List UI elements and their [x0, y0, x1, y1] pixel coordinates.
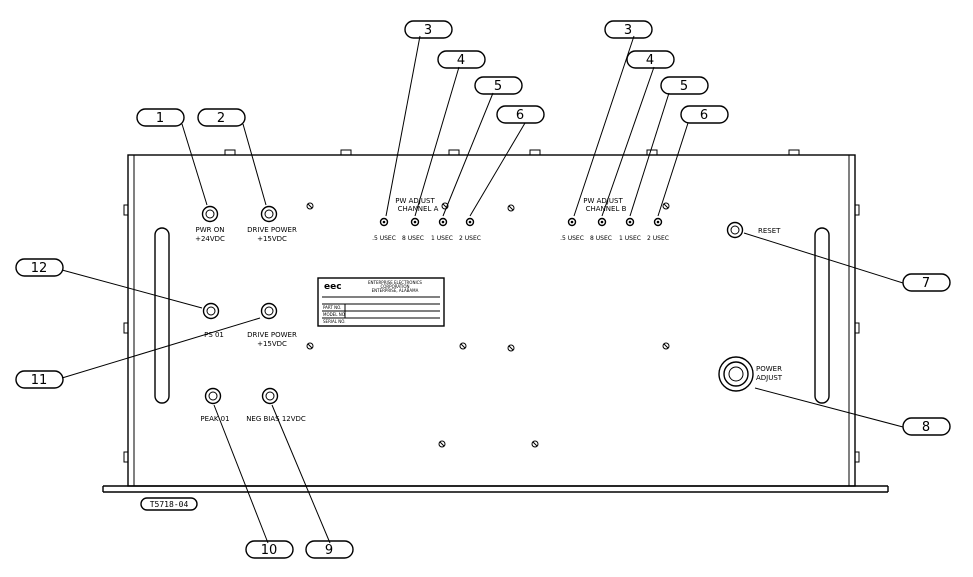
pot-a-label: .5 USEC	[372, 235, 396, 242]
pot-a-1usec	[438, 217, 448, 227]
pot-b-0.5usec	[567, 217, 577, 227]
callout-2: 2	[197, 108, 246, 127]
nameplate-field: PART NO.	[323, 305, 341, 310]
pot-a-8usec	[410, 217, 420, 227]
power-adjust-label-line2: ADJUST	[756, 374, 783, 382]
screw	[507, 344, 515, 352]
pot-a-label: 1 USEC	[431, 235, 453, 242]
connector-reset: RESET	[726, 221, 781, 239]
callout-10: 10	[245, 540, 294, 559]
svg-text:3: 3	[624, 23, 632, 38]
neg-bias-label: NEG BIAS 12VDC	[246, 415, 306, 423]
nameplate-company-line1: ENTERPRISE ELECTRONICS	[368, 280, 422, 285]
pot-b-label: 8 USEC	[590, 235, 612, 242]
svg-text:7: 7	[922, 276, 930, 291]
drive-power-mid-label-line2: +15VDC	[257, 340, 287, 348]
power-adjust-knob: POWER ADJUST	[718, 356, 783, 392]
channel-b-title-line1: PW ADJUST	[583, 197, 623, 205]
callout-4a: 4	[437, 50, 486, 69]
callouts: 1 2 3 4 5 6 3 4 5 6 7 8 9 10 11 12	[15, 20, 951, 559]
screw	[438, 440, 446, 448]
screw	[662, 342, 670, 350]
svg-text:2: 2	[217, 111, 225, 126]
svg-text:5: 5	[494, 79, 502, 94]
screw	[662, 202, 670, 210]
callout-8: 8	[902, 417, 951, 436]
svg-text:3: 3	[424, 23, 432, 38]
pot-b-2usec	[653, 217, 663, 227]
callout-6a: 6	[496, 105, 545, 124]
pot-b-label: 2 USEC	[647, 235, 669, 242]
front-panel	[102, 149, 889, 493]
callout-5b: 5	[660, 76, 709, 95]
nameplate: eec ENTERPRISE ELECTRONICS CORPORATION E…	[317, 277, 445, 327]
nameplate-logo: eec	[324, 282, 342, 292]
drive-power-mid-label-line1: DRIVE POWER	[247, 331, 297, 339]
screw	[531, 440, 539, 448]
callout-5a: 5	[474, 76, 523, 95]
connector-ps-01: PS 01	[202, 302, 224, 339]
nameplate-company-line3: ENTERPRISE, ALABAMA	[372, 288, 419, 293]
channel-a-pw-adjust: PW ADJUST CHANNEL A .5 USEC 8 USEC 1 USE…	[372, 197, 481, 242]
figure-id: T5718-04	[150, 500, 189, 509]
drive-power-top-label-line1: DRIVE POWER	[247, 226, 297, 234]
callout-7: 7	[902, 273, 951, 292]
nameplate-field: SERIAL NO.	[323, 319, 346, 324]
pot-b-label: .5 USEC	[560, 235, 584, 242]
leader-lines	[61, 35, 904, 544]
svg-text:12: 12	[31, 261, 48, 276]
channel-a-title-line2: CHANNEL A	[398, 205, 439, 213]
screw	[459, 342, 467, 350]
nameplate-company-line2: CORPORATION	[380, 284, 409, 289]
pot-a-2usec	[465, 217, 475, 227]
connector-pwr-on: PWR ON +24VDC	[195, 205, 225, 243]
pot-b-label: 1 USEC	[619, 235, 641, 242]
peak-01-label: PEAK 01	[200, 415, 229, 423]
svg-text:1: 1	[156, 111, 164, 126]
callout-4b: 4	[626, 50, 675, 69]
drive-power-top-label-line2: +15VDC	[257, 235, 287, 243]
connector-peak-01: PEAK 01	[200, 387, 230, 423]
reset-label: RESET	[758, 227, 781, 235]
pot-b-1usec	[625, 217, 635, 227]
connector-neg-bias: NEG BIAS 12VDC	[246, 387, 306, 423]
channel-a-title-line1: PW ADJUST	[395, 197, 435, 205]
pot-b-8usec	[597, 217, 607, 227]
panel-screws	[306, 202, 670, 448]
channel-b-title-line2: CHANNEL B	[586, 205, 627, 213]
svg-text:11: 11	[31, 373, 48, 388]
svg-text:6: 6	[700, 108, 708, 123]
svg-text:8: 8	[922, 420, 930, 435]
callout-12: 12	[15, 258, 64, 277]
connector-drive-power-mid: DRIVE POWER +15VDC	[247, 302, 297, 348]
svg-text:4: 4	[646, 53, 654, 68]
pot-a-label: 8 USEC	[402, 235, 424, 242]
pot-a-0.5usec	[379, 217, 389, 227]
nameplate-field: MODEL NO.	[323, 312, 346, 317]
figure-id-tag: T5718-04	[140, 497, 198, 511]
svg-text:6: 6	[516, 108, 524, 123]
callout-6b: 6	[680, 105, 729, 124]
screw	[507, 204, 515, 212]
callout-3a: 3	[404, 20, 453, 39]
pwr-on-label-line1: PWR ON	[196, 226, 225, 234]
power-adjust-label-line1: POWER	[756, 365, 782, 373]
svg-text:10: 10	[261, 543, 278, 558]
svg-text:5: 5	[680, 79, 688, 94]
channel-b-pw-adjust: PW ADJUST CHANNEL B .5 USEC 8 USEC 1 USE…	[560, 197, 669, 242]
svg-text:4: 4	[457, 53, 465, 68]
callout-11: 11	[15, 370, 64, 389]
callout-9: 9	[305, 540, 354, 559]
screw	[306, 342, 314, 350]
callout-3b: 3	[604, 20, 653, 39]
svg-text:9: 9	[325, 543, 333, 558]
ps-01-label: PS 01	[204, 331, 224, 339]
connector-drive-power-top: DRIVE POWER +15VDC	[247, 205, 297, 243]
pot-a-label: 2 USEC	[459, 235, 481, 242]
callout-1: 1	[136, 108, 185, 127]
pwr-on-label-line2: +24VDC	[195, 235, 225, 243]
screw	[306, 202, 314, 210]
